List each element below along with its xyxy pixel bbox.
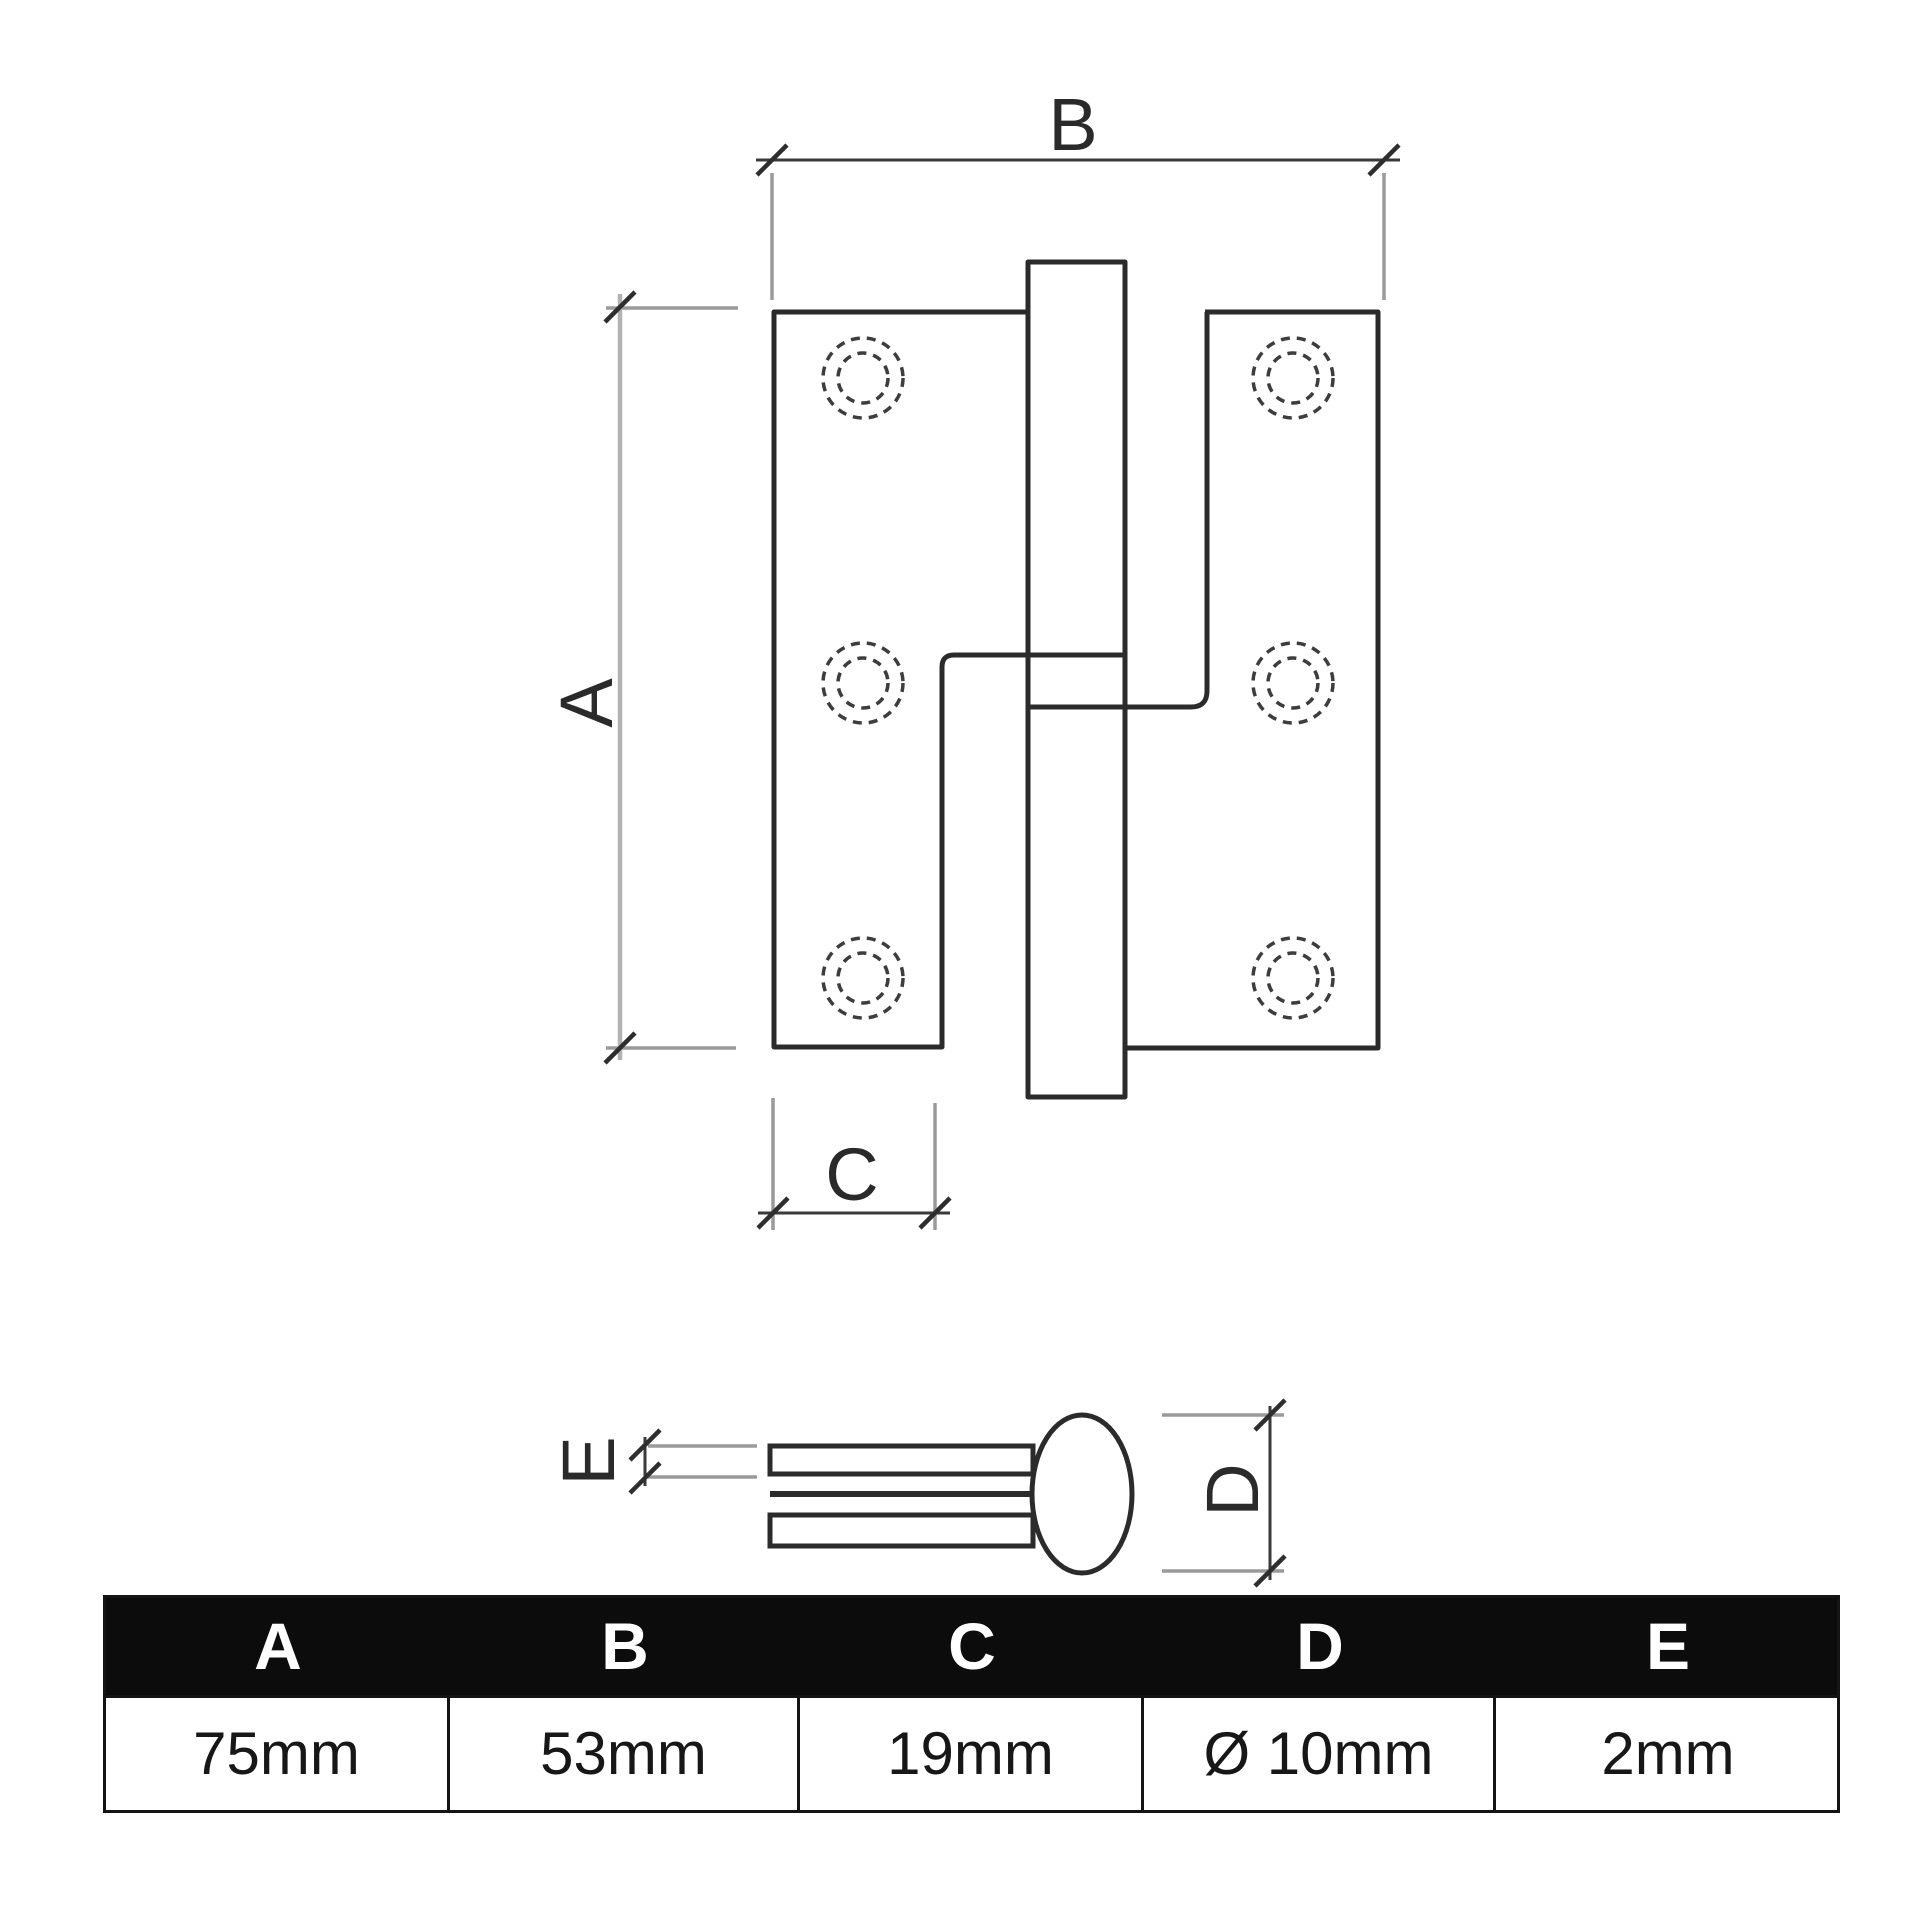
side-view <box>767 1412 1135 1576</box>
table-value-cell: 19mm <box>800 1698 1144 1810</box>
right-leaf-outline <box>1127 309 1381 1051</box>
table-header-cell: B <box>601 1609 649 1683</box>
table-header-cell: E <box>1645 1609 1691 1683</box>
screw-hole-icon <box>1266 351 1320 405</box>
table-value-cell: 2mm <box>1601 1720 1735 1787</box>
table-header-row: A B C D E <box>106 1598 1837 1695</box>
dim-label-D: D <box>1191 1463 1274 1516</box>
front-view <box>771 259 1381 1100</box>
side-view-upper-leaf <box>767 1443 1036 1477</box>
screw-hole-icon <box>1266 951 1320 1005</box>
dim-label-E: E <box>547 1436 630 1485</box>
hinge-pin <box>1025 259 1128 1100</box>
screw-hole-icon <box>836 351 890 405</box>
screw-hole-icon <box>836 951 890 1005</box>
dim-label-C: C <box>825 1133 878 1216</box>
dimension-lines <box>617 158 1400 1580</box>
screw-hole-icon <box>821 641 905 725</box>
dim-label-B: B <box>1048 83 1097 166</box>
screw-hole-icon <box>1266 656 1320 710</box>
table-header-cell: D <box>1296 1609 1344 1683</box>
side-view-lower-leaf <box>767 1512 1036 1549</box>
table-header-cell: C <box>948 1609 996 1683</box>
dim-label-A: A <box>545 678 628 728</box>
side-view-knuckle <box>1029 1412 1135 1576</box>
table-value-cell: 75mm <box>106 1698 450 1810</box>
screw-hole-icon <box>1251 936 1335 1020</box>
screw-hole-icon <box>1251 336 1335 420</box>
dimension-ticks <box>603 143 1401 1588</box>
screw-hole-icon <box>836 656 890 710</box>
table-header-cell: A <box>254 1609 302 1683</box>
screw-holes <box>821 336 1335 1020</box>
table-value-cell: 53mm <box>450 1698 800 1810</box>
screw-hole-icon <box>1251 641 1335 725</box>
left-leaf-outline <box>771 309 1125 1050</box>
right-leaf-step <box>1028 312 1210 710</box>
screw-hole-icon <box>821 336 905 420</box>
extension-lines <box>606 173 1386 1573</box>
screw-hole-icon <box>821 936 905 1020</box>
table-value-cell: Ø 10mm <box>1144 1698 1496 1810</box>
